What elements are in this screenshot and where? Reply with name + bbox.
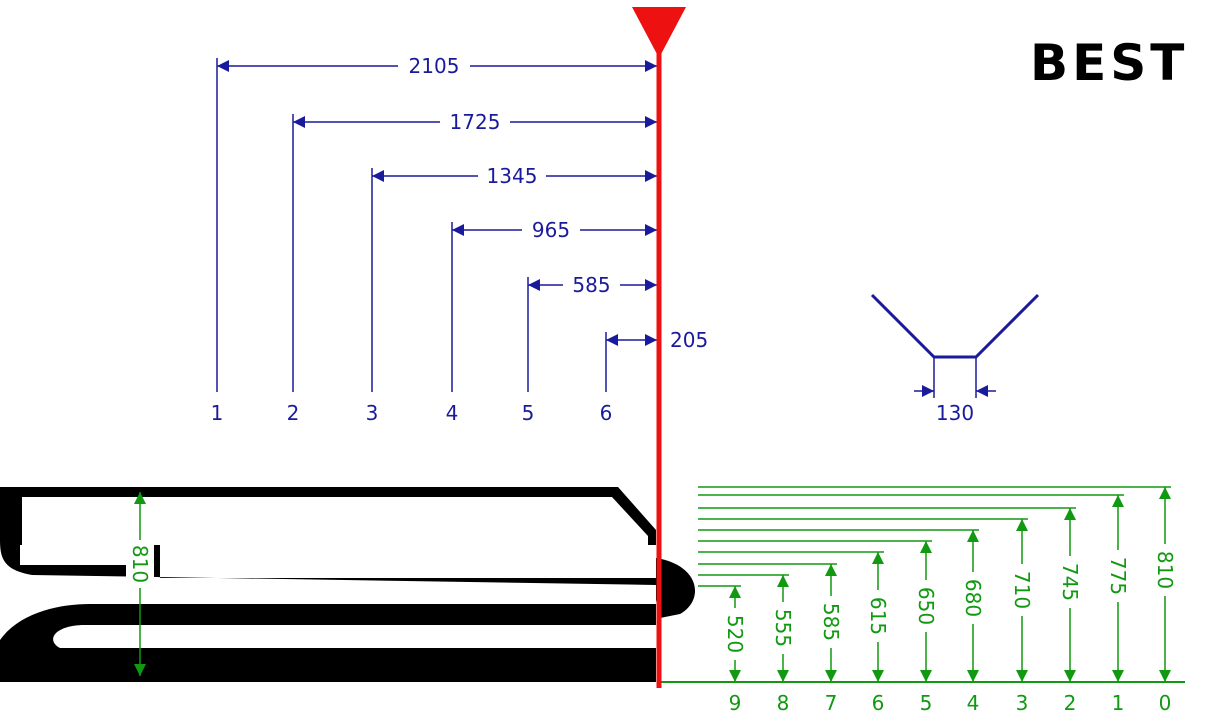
board-profile	[0, 487, 696, 682]
reference-marker	[632, 7, 686, 688]
upper-board-slot	[20, 545, 140, 565]
reference-triangle-icon	[632, 7, 686, 58]
height-position-label-5: 5	[920, 691, 933, 715]
overall-height-dimension: 810	[126, 492, 154, 676]
height-value-3: 710	[1010, 571, 1034, 609]
height-position-label-0: 0	[1159, 691, 1172, 715]
horizontal-dimensions: 2105 1 1725 2 1345 3 965 4 585 5 205 6	[211, 54, 709, 425]
height-value-2: 745	[1058, 563, 1082, 601]
height-position-label-8: 8	[777, 691, 790, 715]
lower-board-inner	[20, 660, 656, 670]
height-position-label-9: 9	[729, 691, 742, 715]
height-position-label-1: 1	[1112, 691, 1125, 715]
position-label-6: 6	[600, 401, 613, 425]
dimension-value-4: 965	[532, 218, 570, 242]
position-label-2: 2	[287, 401, 300, 425]
position-label-3: 3	[366, 401, 379, 425]
brand-logo-text: BEST	[1030, 34, 1189, 92]
groove-detail: 130	[870, 293, 1040, 425]
dimension-value-5: 585	[572, 273, 610, 297]
height-value-7: 585	[819, 603, 843, 641]
dimension-value-6: 205	[670, 328, 708, 352]
height-position-label-6: 6	[872, 691, 885, 715]
height-position-label-7: 7	[825, 691, 838, 715]
height-position-label-4: 4	[967, 691, 980, 715]
height-value-5: 650	[914, 587, 938, 625]
height-position-label-2: 2	[1064, 691, 1077, 715]
height-value-6: 615	[866, 597, 890, 635]
position-label-5: 5	[522, 401, 535, 425]
height-value-0: 810	[1153, 551, 1177, 589]
groove-width-label: 130	[936, 401, 974, 425]
dimension-value-2: 1725	[450, 110, 501, 134]
dimension-value-3: 1345	[487, 164, 538, 188]
overall-height-label-bg	[126, 538, 154, 588]
height-position-label-3: 3	[1016, 691, 1029, 715]
upper-board-inner	[22, 497, 648, 545]
height-value-1: 775	[1106, 557, 1130, 595]
vertical-dimensions: 810 0 775 1 745 2 710 3 680 4 650 5 615 6 585 7 555 8 520 9	[658, 486, 1185, 715]
position-label-1: 1	[211, 401, 224, 425]
dimension-value-1: 2105	[409, 54, 460, 78]
position-label-4: 4	[446, 401, 459, 425]
overall-height-label: 810	[128, 545, 152, 583]
height-value-4: 680	[961, 579, 985, 617]
groove-outline	[870, 293, 1040, 359]
height-value-9: 520	[723, 615, 747, 653]
height-value-8: 555	[771, 609, 795, 647]
